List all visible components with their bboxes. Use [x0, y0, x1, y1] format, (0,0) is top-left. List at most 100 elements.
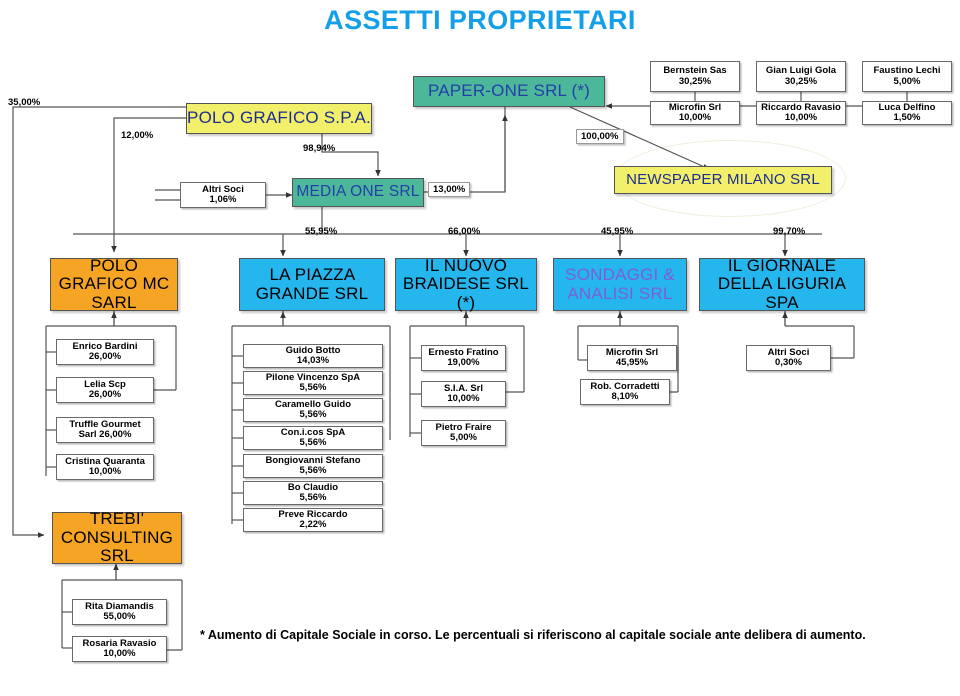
shareholder-pct: 10,00%	[678, 112, 712, 123]
shareholder-name: Rita Diamandis	[85, 600, 154, 612]
entity-sondaggi-analisi[interactable]: SONDAGGI & ANALISI SRL	[553, 258, 687, 311]
shareholder-pct: 5,56%	[299, 382, 327, 393]
shareholder-name: Caramello Guido	[274, 398, 351, 410]
shareholder-pct: 1,50%	[893, 112, 921, 123]
shareholder-name: Ernesto Fratino	[428, 346, 499, 358]
entity-line-2: CONSULTING SRL	[60, 527, 174, 566]
entity-paper-one[interactable]: PAPER-ONE SRL (*)	[413, 76, 605, 107]
shareholder-pct: 30,25%	[678, 75, 712, 87]
entity-polo-grafico-mc[interactable]: POLO GRAFICO MC SARL	[50, 255, 178, 312]
shareholder-pct: 26,00%	[88, 351, 122, 362]
entity-line-2: LIGURIA SPA	[765, 274, 847, 312]
shareholder-box: Rita Diamandis 55,00%	[72, 599, 167, 625]
shareholder-box: Microfin Srl 10,00%	[650, 101, 740, 125]
edge-label-35: 35,00%	[8, 97, 41, 108]
entity-line-2: MC SARL	[91, 274, 170, 312]
shareholder-pct: 5,56%	[299, 409, 327, 420]
entity-line-1: SONDAGGI &	[565, 265, 675, 285]
shareholder-name: Bo Claudio	[287, 481, 339, 493]
shareholder-box: Gian Luigi Gola 30,25%	[756, 61, 846, 92]
shareholder-name: Preve Riccardo	[278, 508, 348, 520]
entity-polo-grafico-spa[interactable]: POLO GRAFICO S.P.A.	[186, 103, 372, 134]
shareholder-name: Lelia Scp	[84, 378, 126, 390]
edge-label-98-94: 98,94%	[303, 143, 336, 154]
shareholder-box: Bongiovanni Stefano 5,56%	[243, 454, 383, 478]
shareholder-box: Bernstein Sas 30,25%	[650, 61, 740, 92]
shareholder-name: Con.i.cos SpA	[280, 426, 346, 438]
shareholder-box: Pietro Fraire 5,00%	[421, 420, 506, 446]
shareholder-box: Bo Claudio 5,56%	[243, 481, 383, 505]
shareholder-pct: 5,00%	[450, 432, 477, 443]
shareholder-box: Pilone Vincenzo SpA 5,56%	[243, 371, 383, 395]
shareholder-name: Riccardo Ravasio	[761, 101, 841, 113]
shareholder-pct: 14,03%	[296, 355, 330, 366]
entity-newspaper-milano[interactable]: NEWSPAPER MILANO SRL	[614, 166, 832, 194]
entity-line-1: IL GIORNALE DELLA	[717, 255, 837, 294]
shareholder-box: Microfin Srl 45,95%	[587, 345, 677, 371]
shareholder-box: Luca Delfino 1,50%	[862, 101, 952, 125]
shareholder-name: Pietro Fraire	[435, 421, 492, 433]
shareholder-box: Guido Botto 14,03%	[243, 344, 383, 368]
shareholder-name: Altri Soci	[202, 183, 244, 195]
shareholder-name: S.I.A. Srl	[443, 382, 484, 394]
shareholder-name: Rosaria Ravasio	[82, 637, 157, 649]
shareholder-name: Pilone Vincenzo SpA	[265, 371, 361, 383]
shareholder-name: Truffle Gourmet	[69, 418, 141, 430]
entity-line-2: GRANDE SRL	[255, 283, 369, 303]
shareholder-pct: 19,00%	[447, 357, 480, 368]
entity-line-2: ANALISI SRL	[567, 283, 673, 303]
edge-label-66: 66,00%	[448, 226, 481, 237]
shareholder-name: Rob. Corradetti	[590, 380, 660, 392]
entity-line-1: TREBI'	[89, 509, 145, 529]
entity-trebi-consulting[interactable]: TREBI' CONSULTING SRL	[52, 509, 182, 566]
shareholder-box: Con.i.cos SpA 5,56%	[243, 426, 383, 450]
edge-label-45-95: 45,95%	[601, 226, 634, 237]
shareholder-pct: 26,00%	[88, 389, 122, 400]
shareholder-pct: Sarl 26,00%	[78, 429, 132, 440]
shareholder-box: S.I.A. Srl 10,00%	[421, 381, 506, 407]
shareholder-pct: 10,00%	[88, 466, 122, 477]
entity-la-piazza-grande[interactable]: LA PIAZZA GRANDE SRL	[239, 258, 385, 311]
shareholder-pct: 55,00%	[103, 611, 136, 622]
shareholder-box: Enrico Bardini 26,00%	[56, 339, 154, 365]
shareholder-name: Gian Luigi Gola	[765, 65, 837, 77]
shareholder-box: Rosaria Ravasio 10,00%	[72, 636, 167, 662]
shareholder-pct: 5,56%	[299, 465, 327, 476]
shareholder-name: Faustino Lechi	[873, 65, 941, 77]
shareholder-pct: 1,06%	[209, 194, 237, 205]
shareholder-pct: 5,56%	[299, 437, 327, 448]
shareholder-pct: 5,00%	[893, 75, 921, 87]
shareholder-name: Bongiovanni Stefano	[265, 454, 361, 466]
shareholder-pct: 0,30%	[775, 357, 802, 368]
edge-label-100: 100,00%	[576, 129, 624, 144]
shareholder-pct: 2,22%	[299, 519, 327, 530]
edge-label-13: 13,00%	[428, 182, 471, 197]
shareholder-name: Cristina Quaranta	[65, 455, 145, 467]
shareholder-pct: 10,00%	[447, 393, 480, 404]
shareholder-box: Rob. Corradetti 8,10%	[580, 379, 670, 405]
shareholder-name: Microfin Srl	[668, 101, 722, 113]
entity-il-nuovo-braidese[interactable]: IL NUOVO BRAIDESE SRL (*)	[395, 255, 537, 312]
edge-label-12: 12,00%	[121, 130, 154, 141]
edge-label-55-95: 55,95%	[305, 226, 338, 237]
shareholder-box: Cristina Quaranta 10,00%	[56, 454, 154, 480]
shareholder-box: Lelia Scp 26,00%	[56, 377, 154, 403]
entity-il-giornale-liguria[interactable]: IL GIORNALE DELLA LIGURIA SPA	[699, 255, 865, 312]
page-title: ASSETTI PROPRIETARI	[324, 5, 636, 35]
edge-label-99-70: 99,70%	[773, 226, 806, 237]
entity-line-1: POLO GRAFICO	[58, 255, 139, 294]
shareholder-pct: 30,25%	[784, 75, 818, 87]
shareholder-pct: 5,56%	[299, 492, 327, 503]
footnote-text: * Aumento di Capitale Sociale in corso. …	[200, 628, 866, 642]
shareholder-pct: 8,10%	[611, 391, 639, 402]
shareholder-box: Faustino Lechi 5,00%	[862, 61, 952, 92]
shareholder-name: Bernstein Sas	[663, 65, 727, 77]
shareholder-pct: 45,95%	[615, 357, 649, 368]
entity-line-2: BRAIDESE SRL (*)	[402, 274, 530, 312]
shareholder-name: Altri Soci	[767, 346, 810, 358]
shareholder-box: Truffle Gourmet Sarl 26,00%	[56, 417, 154, 443]
entity-media-one[interactable]: MEDIA ONE SRL	[292, 178, 424, 207]
shareholder-box: Altri Soci 0,30%	[746, 345, 831, 371]
entity-line-1: IL NUOVO	[424, 255, 508, 275]
